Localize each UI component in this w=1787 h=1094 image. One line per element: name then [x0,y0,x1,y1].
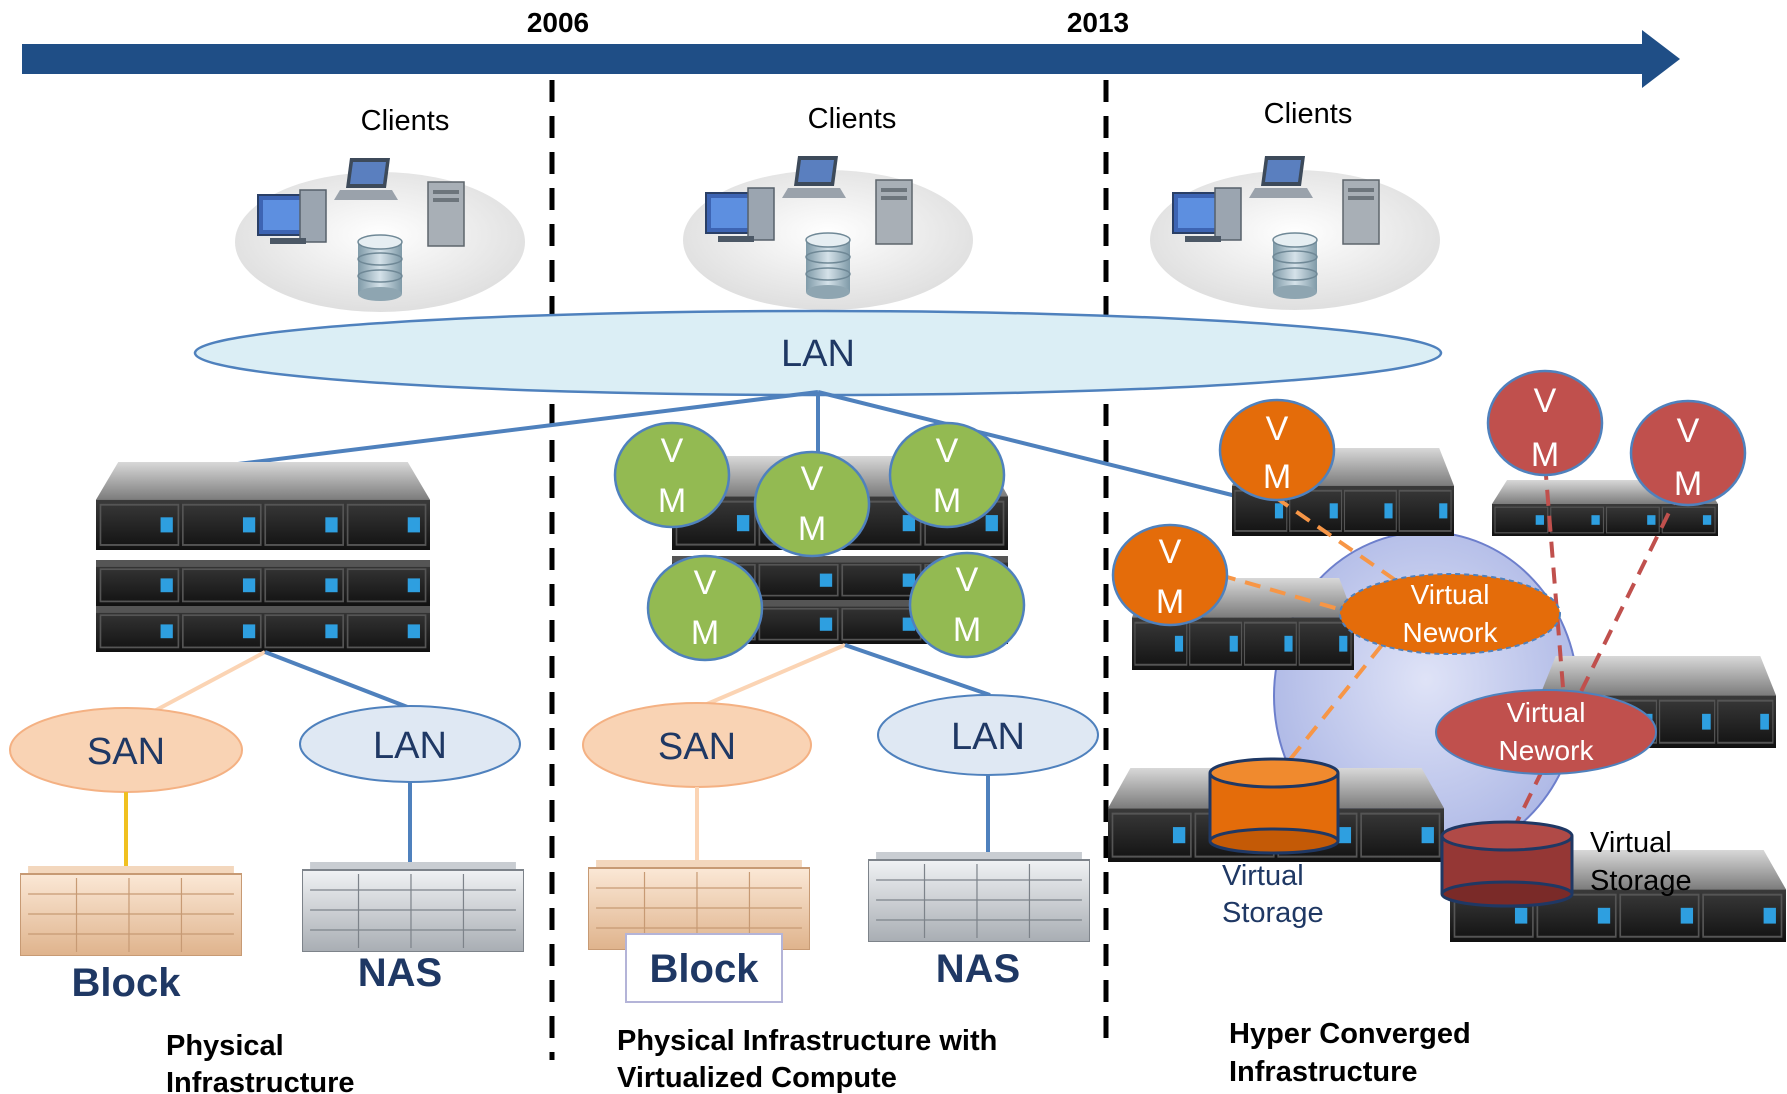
vm-label: M [933,482,961,520]
block-label-box [625,933,783,1003]
red-virtual-links [1513,437,1682,827]
client-cluster-icon [682,155,974,311]
block-storage-icon [20,866,242,956]
nas-storage-icon [302,862,524,952]
lan-label: LAN [951,716,1025,758]
top-lan-label: LAN [781,333,855,375]
vm-label: V [1266,410,1289,448]
vm-label: V [801,460,824,498]
virtual-network-red [1435,689,1657,775]
block-label: Block [72,961,182,1005]
vm-label: V [1534,382,1557,420]
client-cluster-icon [234,157,526,313]
caption-line: Virtualized Compute [617,1062,897,1094]
nas-storage-icon [868,852,1090,942]
lan-link [844,643,991,697]
year-2006-label: 2006 [527,7,589,38]
nas-label: NAS [358,951,442,995]
block-label: Block [650,947,760,991]
virtual-storage-orange-icon [1208,757,1340,855]
virtual-storage-label: Virtual [1222,860,1304,892]
vm-label: M [691,614,719,652]
vm-label: V [936,432,959,470]
virtual-network-label: Virtual [1507,697,1586,728]
virtual-storage-label: Storage [1222,897,1324,929]
san-label: SAN [87,731,165,773]
caption-line: Physical Infrastructure with [617,1025,997,1057]
virtual-storage-red-icon [1440,820,1574,908]
virtual-network-label: Virtual [1411,579,1490,610]
year-2013-label: 2013 [1067,7,1129,38]
vm-label: V [956,561,979,599]
orange-virtual-links [1219,495,1400,764]
clients-label: Clients [361,105,450,137]
virtual-storage-label: Storage [1590,865,1692,897]
orange-vm-group [1111,398,1336,627]
caption-line: Infrastructure [166,1067,355,1094]
client-cluster-icon [1149,155,1441,311]
lan-link [264,650,411,710]
caption-line: Infrastructure [1229,1056,1418,1088]
virtual-network-label: Nework [1499,735,1595,766]
virtual-network-orange [1339,573,1561,655]
vm-label: M [658,482,686,520]
clients-label: Clients [1264,98,1353,130]
lan-label: LAN [373,725,447,767]
timeline-arrow [22,30,1680,88]
vm-label: M [1263,458,1291,496]
vm-label: V [1159,533,1182,571]
virtual-storage-label: Virtual [1590,827,1672,859]
nas-label: NAS [936,947,1020,991]
vm-label: M [1674,465,1702,503]
vm-label: V [661,432,684,470]
red-vm-group [1486,369,1747,507]
green-vm-group [613,421,1026,662]
caption-line: Hyper Converged [1229,1018,1471,1050]
physical-server-stack [96,462,430,652]
virtual-network-label: Nework [1403,617,1499,648]
san-label: SAN [658,726,736,768]
vm-label: V [694,564,717,602]
vm-label: M [1531,436,1559,474]
san-link [699,643,846,709]
clients-label: Clients [808,103,897,135]
vm-label: M [953,611,981,649]
lan-connections [237,390,1241,499]
vm-label: M [798,510,826,548]
vm-label: V [1677,412,1700,450]
vm-label: M [1156,583,1184,621]
caption-line: Physical [166,1030,284,1062]
